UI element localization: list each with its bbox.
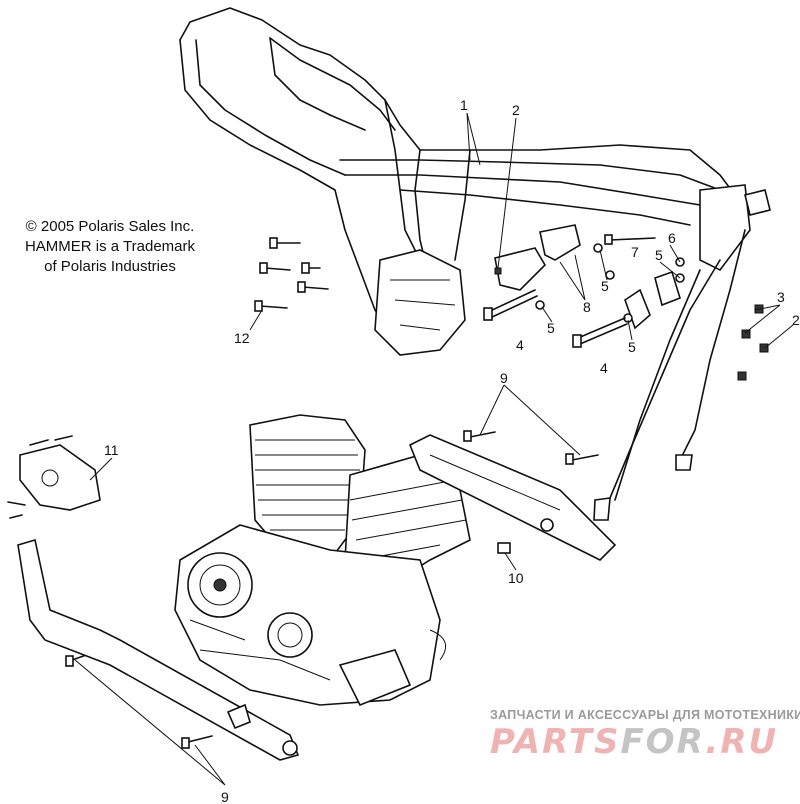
trademark-owner-line: of Polaris Industries	[44, 258, 176, 275]
callout-5: 5	[601, 278, 609, 294]
callout-5: 5	[547, 320, 555, 336]
callout-10: 10	[508, 570, 524, 586]
callout-9: 9	[500, 370, 508, 386]
callout-8: 8	[583, 299, 591, 315]
callout-5: 5	[655, 247, 663, 263]
engine-mount-right	[408, 434, 617, 561]
watermark-logo: PARTSFOR.RU	[490, 722, 778, 762]
brackets	[494, 224, 685, 330]
engine	[174, 414, 471, 707]
watermark-subtitle: ЗАПЧАСТИ И АКСЕССУАРЫ ДЛЯ МОТОТЕХНИКИ	[490, 708, 800, 722]
callout-2: 2	[792, 312, 800, 328]
callout-3: 3	[777, 289, 785, 305]
watermark-logo-part: PARTS	[490, 722, 621, 762]
engine-mount-left	[17, 538, 300, 761]
bracket-11	[7, 435, 101, 519]
watermark-logo-part: FOR	[620, 722, 706, 762]
copyright-line: © 2005 Polaris Sales Inc.	[25, 218, 195, 235]
callout-2: 2	[512, 102, 520, 118]
callout-4: 4	[600, 360, 608, 376]
callout-7: 7	[631, 244, 639, 260]
callout-11: 11	[104, 442, 119, 458]
copyright-notice: © 2005 Polaris Sales Inc. HAMMER is a Tr…	[0, 217, 220, 277]
callout-labels: 1 2 2 3 4 4 5 5 5 5 6 7 8 9 9 10 11 12	[104, 97, 800, 804]
callout-1: 1	[460, 97, 468, 113]
callout-5: 5	[628, 339, 636, 355]
trademark-line: HAMMER is a Trademark	[24, 238, 196, 255]
leader-lines	[74, 112, 794, 786]
watermark-logo-part: .RU	[705, 722, 779, 762]
callout-4: 4	[516, 337, 524, 353]
callout-9: 9	[221, 789, 229, 804]
callout-6: 6	[668, 230, 676, 246]
callout-12: 12	[234, 330, 250, 346]
frame	[179, 7, 771, 521]
